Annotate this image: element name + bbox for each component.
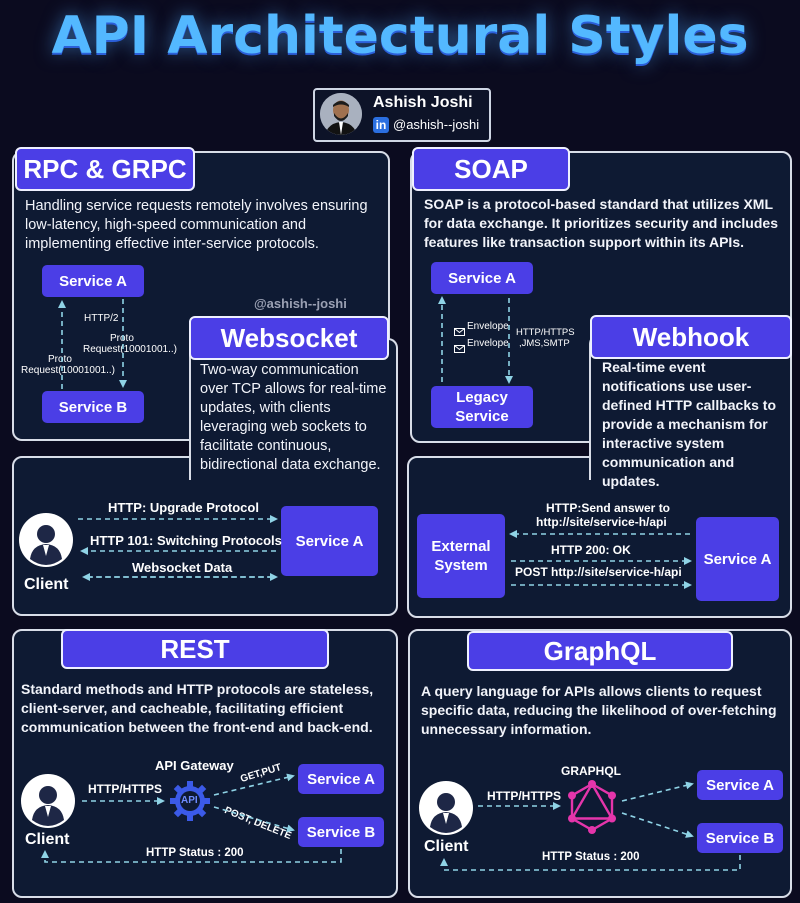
- envelope-icon: [454, 323, 465, 341]
- soap-legacy-service: Legacy Service: [431, 386, 533, 428]
- webhook-panel-join: [591, 454, 786, 460]
- graphql-service-b: Service B: [697, 823, 783, 853]
- client-avatar-icon: [20, 773, 76, 834]
- websocket-description: Two-way communication over TCP allows fo…: [200, 362, 387, 473]
- rest-panel: [12, 629, 398, 898]
- soap-protocols-1: HTTP/HTTPS: [516, 327, 575, 338]
- client-avatar-icon: [418, 780, 474, 841]
- linkedin-icon: in: [373, 117, 389, 133]
- graphql-panel: [408, 629, 792, 898]
- rest-client-label: Client: [25, 831, 70, 848]
- soap-envelope-2: Envelope: [467, 338, 509, 349]
- soap-legacy-line1: Legacy: [456, 389, 508, 406]
- rest-service-b: Service B: [298, 817, 384, 847]
- webhook-arrow-3-label: POST http://site/service-h/api: [515, 565, 682, 579]
- soap-service-a: Service A: [431, 262, 533, 294]
- graphql-http-label: HTTP/HTTPS: [487, 789, 561, 803]
- webhook-header: Webhook: [590, 315, 792, 359]
- rpc-description: Handling service requests remotely invol…: [25, 198, 368, 252]
- author-avatar: [320, 93, 362, 135]
- rest-http-label: HTTP/HTTPS: [88, 782, 162, 796]
- graphql-description: A query language for APIs allows clients…: [421, 683, 777, 737]
- webhook-description: Real-time event notifications use user-d…: [602, 359, 777, 489]
- client-avatar-icon: [18, 512, 74, 573]
- websocket-arrow-1-label: HTTP: Upgrade Protocol: [108, 500, 259, 515]
- rest-status-label: HTTP Status : 200: [146, 847, 244, 859]
- api-gear-icon: [168, 779, 212, 828]
- rpc-http2-label: HTTP/2: [84, 313, 119, 324]
- rest-service-a: Service A: [298, 764, 384, 794]
- rpc-proto-right-2: Request(10001001..): [83, 344, 177, 355]
- rest-gateway-label: API Gateway: [155, 758, 234, 773]
- graphql-status-label: HTTP Status : 200: [542, 851, 640, 863]
- rest-gateway-icon-text: API: [181, 795, 198, 806]
- watermark: @ashish--joshi: [254, 296, 347, 311]
- webhook-arrow-1-label-b: http://site/service-h/api: [536, 515, 667, 529]
- envelope-icon: [454, 340, 465, 358]
- rest-description: Standard methods and HTTP protocols are …: [21, 681, 374, 735]
- rpc-service-b: Service B: [42, 391, 144, 423]
- websocket-panel-join: [191, 454, 392, 460]
- webhook-service-a: Service A: [696, 517, 779, 601]
- websocket-service-a: Service A: [281, 506, 378, 576]
- graphql-service-a: Service A: [697, 770, 783, 800]
- graphql-client-label: Client: [424, 838, 469, 855]
- rpc-proto-right-1: Proto: [110, 333, 134, 344]
- graphql-logo-icon: [564, 779, 620, 840]
- webhook-external-line1: External: [431, 538, 491, 555]
- rpc-proto-left-1: Proto: [48, 354, 72, 365]
- webhook-arrow-1-label-a: HTTP:Send answer to: [546, 501, 671, 515]
- soap-legacy-line2: Service: [455, 408, 509, 425]
- soap-description: SOAP is a protocol-based standard that u…: [424, 196, 778, 250]
- rpc-proto-left-2: Request(10001001..): [21, 365, 115, 376]
- websocket-arrow-3-label: Websocket Data: [132, 560, 233, 575]
- webhook-arrow-2-label: HTTP 200: OK: [551, 543, 631, 557]
- websocket-arrow-2-label: HTTP 101: Switching Protocols: [90, 533, 282, 548]
- soap-envelope-1: Envelope: [467, 321, 509, 332]
- page-title: API Architectural Styles: [51, 6, 749, 66]
- author-name: Ashish Joshi: [373, 94, 473, 111]
- soap-protocols-2: ,JMS,SMTP: [519, 338, 570, 349]
- webhook-external-system: External System: [417, 514, 505, 598]
- rpc-service-a: Service A: [42, 265, 144, 297]
- websocket-header: Websocket: [189, 316, 389, 360]
- graphql-header: GraphQL: [467, 631, 733, 671]
- author-handle[interactable]: @ashish--joshi: [393, 117, 480, 132]
- rest-header: REST: [61, 629, 329, 669]
- graphql-logo-label: GRAPHQL: [561, 764, 621, 778]
- websocket-client-label: Client: [24, 576, 69, 593]
- rpc-header: RPC & GRPC: [15, 147, 195, 191]
- author-card[interactable]: Ashish Joshi in @ashish--joshi: [313, 88, 491, 142]
- soap-header: SOAP: [412, 147, 570, 191]
- webhook-external-line2: System: [434, 557, 488, 574]
